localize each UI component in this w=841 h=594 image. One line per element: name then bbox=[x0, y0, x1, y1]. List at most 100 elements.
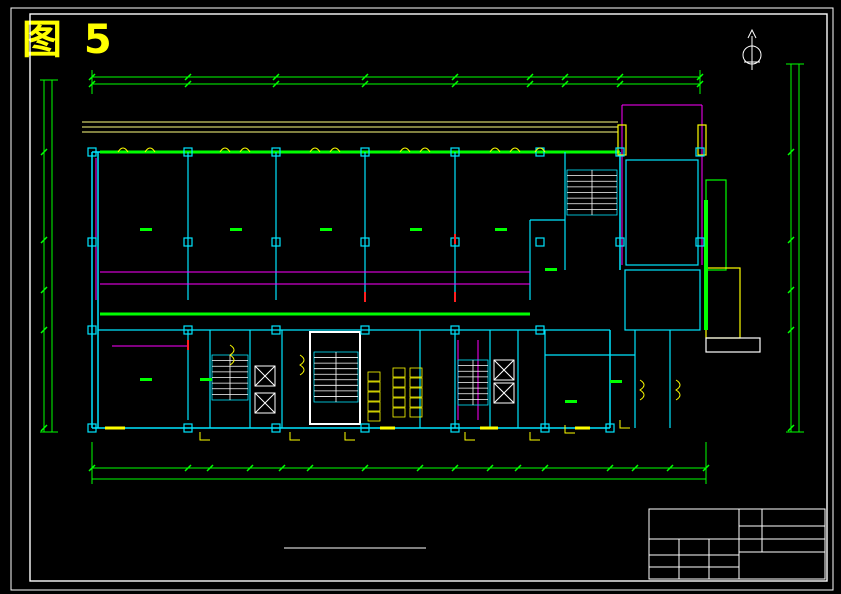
tick bbox=[526, 73, 534, 81]
tick bbox=[606, 464, 614, 472]
tick bbox=[40, 326, 48, 334]
column bbox=[360, 325, 370, 335]
column bbox=[695, 237, 705, 247]
tick bbox=[702, 464, 710, 472]
tick bbox=[40, 236, 48, 244]
tick bbox=[206, 464, 214, 472]
cubicle bbox=[409, 397, 423, 408]
drawing-frame bbox=[10, 7, 834, 591]
door-swing bbox=[534, 147, 546, 153]
door-swing bbox=[344, 432, 355, 441]
title-block bbox=[648, 508, 826, 580]
cubicle bbox=[392, 377, 406, 388]
tick bbox=[184, 464, 192, 472]
tick bbox=[486, 464, 494, 472]
column bbox=[535, 325, 545, 335]
tick bbox=[361, 80, 369, 88]
room-label-mark bbox=[610, 380, 622, 383]
door-swings bbox=[117, 147, 681, 441]
exterior-walls bbox=[91, 151, 621, 429]
cubicle bbox=[367, 401, 381, 412]
tick bbox=[306, 464, 314, 472]
door-swing bbox=[464, 432, 475, 441]
tick bbox=[696, 73, 704, 81]
room-label-mark bbox=[320, 228, 332, 231]
room-label-mark bbox=[200, 378, 212, 381]
tick bbox=[88, 73, 96, 81]
tick bbox=[451, 80, 459, 88]
tick bbox=[40, 424, 48, 432]
cubicle bbox=[392, 407, 406, 418]
tick bbox=[361, 73, 369, 81]
cubicle bbox=[409, 377, 423, 388]
door-swing bbox=[309, 147, 321, 153]
column bbox=[271, 423, 281, 433]
column bbox=[87, 423, 97, 433]
north-arrow-icon bbox=[742, 28, 762, 70]
tick bbox=[278, 464, 286, 472]
tick bbox=[514, 464, 522, 472]
tick bbox=[451, 73, 459, 81]
glazing-lines bbox=[100, 150, 620, 316]
tick bbox=[416, 464, 424, 472]
tick bbox=[184, 80, 192, 88]
tick bbox=[246, 464, 254, 472]
room-label-marks bbox=[140, 228, 622, 403]
column bbox=[183, 147, 193, 157]
room-label-mark bbox=[410, 228, 422, 231]
room-label-mark bbox=[565, 400, 577, 403]
door-swing bbox=[289, 432, 300, 441]
tick bbox=[272, 80, 280, 88]
cubicle bbox=[392, 367, 406, 378]
tick bbox=[787, 286, 795, 294]
column bbox=[605, 423, 615, 433]
tick bbox=[541, 464, 549, 472]
stair-core bbox=[309, 331, 361, 425]
cubicle bbox=[409, 387, 423, 398]
column bbox=[183, 237, 193, 247]
door-swing bbox=[144, 147, 156, 153]
tick bbox=[616, 73, 624, 81]
column bbox=[615, 147, 625, 157]
door-swing bbox=[329, 147, 341, 153]
room-label-mark bbox=[140, 228, 152, 231]
dimension-ticks bbox=[40, 73, 795, 472]
room-label-mark bbox=[140, 378, 152, 381]
door-swing bbox=[509, 147, 521, 153]
column bbox=[360, 423, 370, 433]
tick bbox=[272, 73, 280, 81]
door-swing bbox=[489, 147, 501, 153]
column bbox=[87, 147, 97, 157]
cubicle bbox=[367, 391, 381, 402]
room-partitions bbox=[98, 152, 671, 428]
column bbox=[271, 147, 281, 157]
door-swing bbox=[564, 425, 575, 434]
door-swing bbox=[229, 344, 235, 366]
stair-tower bbox=[617, 124, 761, 353]
column bbox=[87, 237, 97, 247]
tick bbox=[88, 80, 96, 88]
tick bbox=[526, 80, 534, 88]
cubicle bbox=[409, 407, 423, 418]
room-label-mark bbox=[495, 228, 507, 231]
cubicle bbox=[367, 371, 381, 382]
structural-columns bbox=[87, 147, 705, 433]
door-swing bbox=[299, 354, 305, 376]
column bbox=[183, 325, 193, 335]
column bbox=[87, 325, 97, 335]
column bbox=[360, 237, 370, 247]
column bbox=[271, 237, 281, 247]
cubicle bbox=[409, 367, 423, 378]
column bbox=[540, 423, 550, 433]
door-swing bbox=[219, 147, 231, 153]
cubicle bbox=[367, 411, 381, 422]
door-swing bbox=[419, 147, 431, 153]
toilet-cubicles bbox=[367, 367, 423, 422]
tick bbox=[40, 286, 48, 294]
tick bbox=[451, 464, 459, 472]
door-swing bbox=[239, 147, 251, 153]
red-axis-markers bbox=[187, 234, 456, 350]
cubicle bbox=[392, 397, 406, 408]
column bbox=[535, 237, 545, 247]
